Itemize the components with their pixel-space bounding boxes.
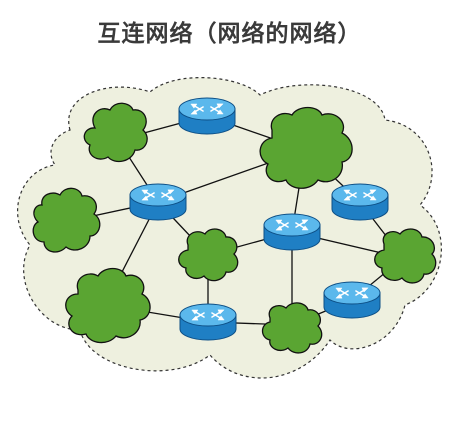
network-right xyxy=(374,228,437,284)
diagram-title: 互连网络（网络的网络） xyxy=(97,21,362,47)
router-bottom-icon xyxy=(179,303,237,341)
router-right-upper-icon xyxy=(331,183,389,221)
router-center-icon xyxy=(263,213,321,251)
network-top-left xyxy=(83,102,148,163)
network-left xyxy=(32,187,101,253)
router-right-lower-icon xyxy=(323,281,381,319)
router-left-icon xyxy=(129,183,187,221)
network-bottom xyxy=(261,302,323,354)
router-top-icon xyxy=(178,97,236,135)
network-clouds xyxy=(32,102,437,354)
network-center xyxy=(178,228,239,282)
network-bottom-left xyxy=(65,267,151,344)
network-top-right xyxy=(259,106,353,189)
